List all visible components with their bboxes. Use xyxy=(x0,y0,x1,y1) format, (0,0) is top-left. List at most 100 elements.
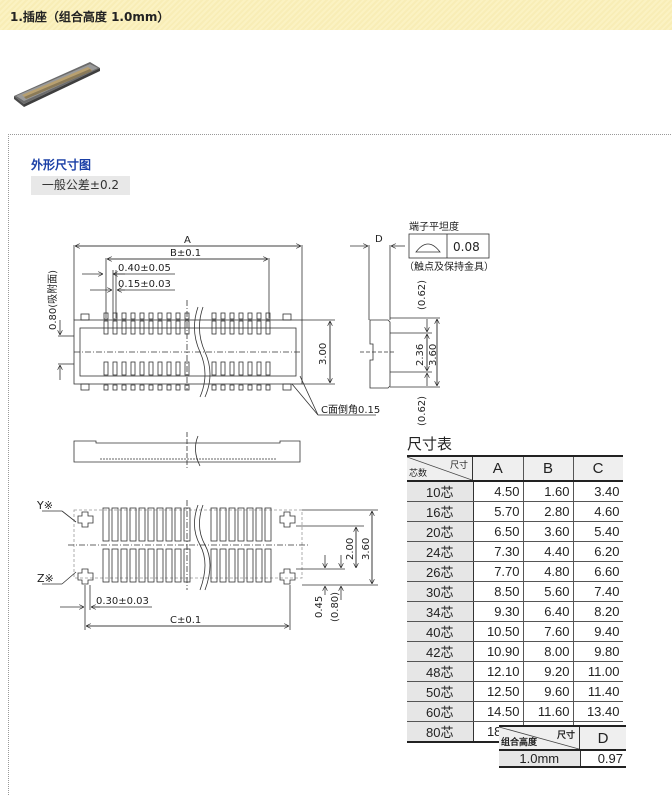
pin-count-cell: 42芯 xyxy=(407,641,474,662)
column-header-A: A xyxy=(473,456,523,482)
dim-pitch-label: 0.40±0.05 xyxy=(118,263,171,274)
value-C-cell: 13.40 xyxy=(572,701,623,722)
column-header-D: D xyxy=(580,726,626,751)
mark-Z: Z※ xyxy=(37,572,54,585)
value-B-cell: 1.60 xyxy=(522,481,573,502)
height-table: 尺寸 组合高度 D 1.0mm 0.97 xyxy=(499,725,626,768)
pin-count-cell: 30芯 xyxy=(407,581,474,602)
value-B-cell: 3.60 xyxy=(522,521,573,542)
pin xyxy=(247,312,253,391)
value-B-cell: 7.60 xyxy=(522,621,573,642)
holddown-tab xyxy=(282,383,292,391)
value-A-cell: 4.50 xyxy=(473,481,523,502)
pin-count-cell: 48芯 xyxy=(407,661,474,682)
dim-045-label: 0.45 xyxy=(314,596,325,618)
pin xyxy=(148,312,154,391)
height-row-value: 0.97 xyxy=(597,751,623,766)
value-B-cell: 9.60 xyxy=(522,681,573,702)
pin xyxy=(238,312,244,391)
pin-count-cell: 16芯 xyxy=(407,501,474,522)
height-corner-top-label: 尺寸 xyxy=(556,730,575,740)
pcb-pin-pattern xyxy=(165,507,173,583)
height-corner-bottom-label: 组合高度 xyxy=(501,737,538,747)
pin-count-cell: 40芯 xyxy=(407,621,474,642)
dim-062-bottom-label: (0.62) xyxy=(417,396,428,426)
pin xyxy=(229,312,235,391)
value-A-cell: 7.70 xyxy=(473,561,523,582)
corner-top-label: 尺寸 xyxy=(449,460,468,470)
value-A-cell: 10.50 xyxy=(473,621,523,642)
pcb-pin-pattern xyxy=(246,507,254,583)
pcb-pin-pattern xyxy=(264,507,272,583)
pin xyxy=(211,312,217,391)
pcb-pin-pattern xyxy=(147,507,155,583)
value-B-cell: 4.40 xyxy=(522,541,573,562)
column-header-C: C xyxy=(572,456,623,482)
general-tolerance-label: 一般公差±0.2 xyxy=(31,176,130,195)
height-table-corner: 尺寸 组合高度 xyxy=(499,727,580,749)
holddown-pad xyxy=(77,511,94,528)
pin xyxy=(121,312,127,391)
value-B-cell: 4.80 xyxy=(522,561,573,582)
pcb-pin-pattern xyxy=(210,507,218,583)
value-A-cell: 6.50 xyxy=(473,521,523,542)
pin-count-cell: 60芯 xyxy=(407,701,474,722)
end-view xyxy=(73,432,301,468)
dim-360-pcb-label: 3.60 xyxy=(361,538,372,560)
product-photo xyxy=(14,62,100,107)
pin xyxy=(265,312,271,391)
value-A-cell: 5.70 xyxy=(473,501,523,522)
value-C-cell: 8.20 xyxy=(572,601,623,622)
section-header-title: 1.插座（组合高度 1.0mm） xyxy=(10,10,170,24)
side-view xyxy=(350,233,490,389)
dim-A-label: A xyxy=(184,235,191,246)
pin-count-cell: 80芯 xyxy=(407,721,474,743)
pin-count-cell: 20芯 xyxy=(407,521,474,542)
pcb-pin-pattern xyxy=(129,507,137,583)
dim-062-top-label: (0.62) xyxy=(417,280,428,310)
value-A-cell: 10.90 xyxy=(473,641,523,662)
value-C-cell: 11.00 xyxy=(572,661,623,682)
pcb-pin-pattern xyxy=(228,507,236,583)
technical-drawing: A B±0.1 0.40±0.05 0.15±0.03 0.80(吸附面) 3.… xyxy=(36,220,494,630)
dim-236-label: 2.36 xyxy=(415,344,426,366)
dimension-table-title: 尺寸表 xyxy=(407,435,453,453)
pin xyxy=(103,312,109,391)
dim-D-label: D xyxy=(375,234,383,245)
value-C-cell: 9.80 xyxy=(572,641,623,662)
pcb-pin-pattern xyxy=(174,507,182,583)
pin xyxy=(220,312,226,391)
flatness-note: （触点及保持金具） xyxy=(404,260,494,273)
top-view-pins xyxy=(80,312,292,391)
pin xyxy=(184,312,190,391)
value-B-cell: 11.60 xyxy=(522,701,573,722)
holddown-tab xyxy=(80,383,90,391)
holddown-pad xyxy=(77,568,94,585)
pcb-pattern-view xyxy=(42,500,378,630)
value-A-cell: 9.30 xyxy=(473,601,523,622)
top-view xyxy=(58,245,376,416)
dim-C-label: C±0.1 xyxy=(170,615,201,626)
pin xyxy=(112,312,118,391)
outline-drawing-title: 外形尺寸图 xyxy=(31,158,92,172)
flatness-label: 端子平坦度 xyxy=(409,220,459,233)
value-B-cell: 6.40 xyxy=(522,601,573,622)
value-A-cell: 14.50 xyxy=(473,701,523,722)
chamfer-note: C面倒角0.15 xyxy=(321,404,380,416)
flatness-value: 0.08 xyxy=(453,240,480,254)
value-C-cell: 6.20 xyxy=(572,541,623,562)
dim-360-label: 3.60 xyxy=(428,344,439,366)
dim-200-label: 2.00 xyxy=(345,538,356,560)
value-C-cell: 7.40 xyxy=(572,581,623,602)
pin xyxy=(157,312,163,391)
pcb-pin-pattern xyxy=(138,507,146,583)
